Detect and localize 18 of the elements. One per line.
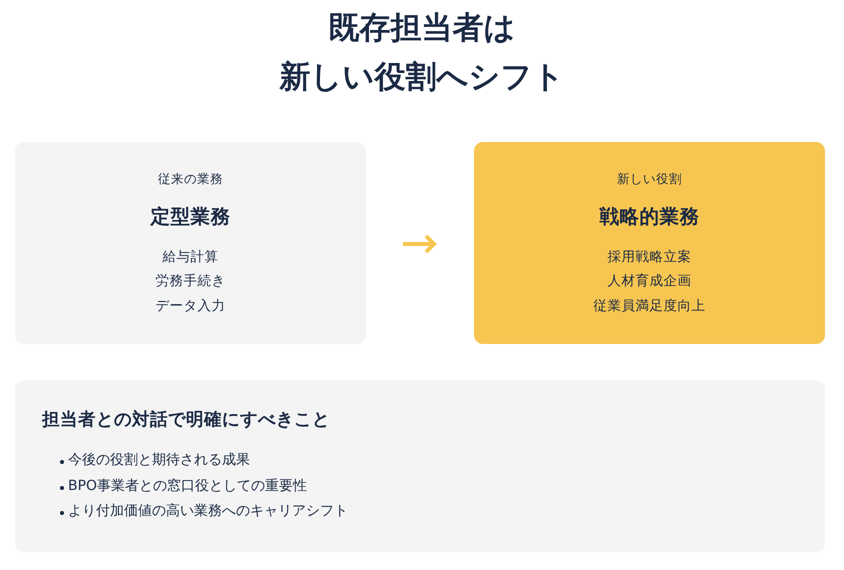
card-label: 新しい役割 <box>617 171 682 187</box>
card-label: 従来の業務 <box>158 171 223 187</box>
note-panel <box>15 380 825 552</box>
role-card <box>474 142 825 344</box>
list-item: BPO事業者との窓口役としての重要性 <box>68 478 308 496</box>
list-item: データ入力 <box>156 298 226 314</box>
list-item: 今後の役割と期待される成果 <box>68 452 250 470</box>
arrow <box>403 234 436 254</box>
list-item: 人材育成企画 <box>608 273 692 290</box>
card-heading: 戦略的業務 <box>600 204 700 230</box>
panel-heading: 担当者との対話で明確にすべきこと <box>42 410 330 432</box>
card-heading: 定型業務 <box>150 204 230 230</box>
list-item: 採用戦略立案 <box>608 248 692 266</box>
page-title: 既存担当者は新しい役割へシフト <box>280 9 564 97</box>
list-item: 給与計算 <box>162 248 218 266</box>
list-item: より付加価値の高い業務へのキャリアシフト <box>68 503 348 521</box>
list-item: 従業員満足度向上 <box>594 298 706 314</box>
list-item: 労務手続き <box>156 273 226 290</box>
